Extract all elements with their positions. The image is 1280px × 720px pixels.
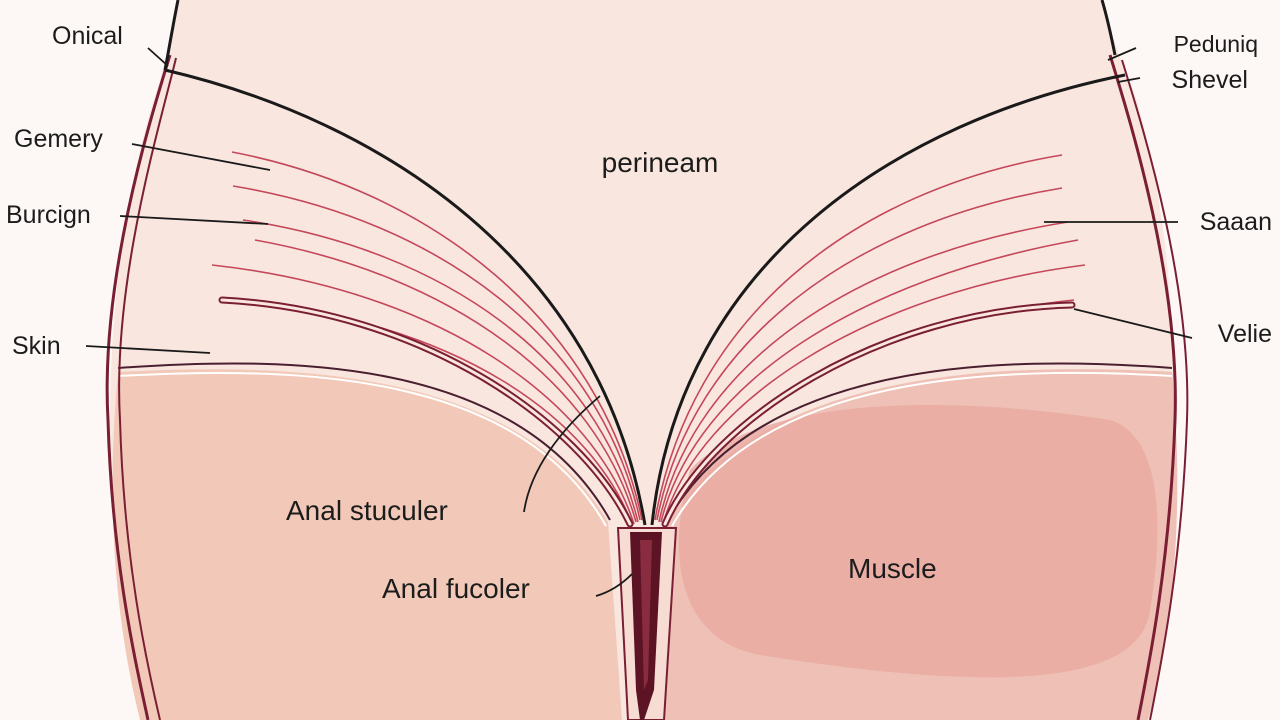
muscle-region-left [112, 369, 622, 720]
skin-boundary-right-light [671, 371, 1173, 527]
fiber-lines-left [211, 151, 643, 525]
skin-boundary-right [667, 362, 1173, 521]
top-outline-right [1100, 0, 1117, 56]
muscle-patch [678, 405, 1158, 678]
label-shevel: Shevel [1172, 66, 1248, 94]
label-velie: Velie [1218, 320, 1272, 348]
sheath-left-core [220, 298, 632, 526]
fold-curve-left [164, 68, 647, 526]
skin-boundary-left [117, 362, 611, 521]
label-perineam: perineam [602, 147, 719, 178]
label-gemery: Gemery [14, 125, 103, 153]
fold-curve-right [650, 73, 1126, 526]
outer-contour-left [105, 54, 172, 720]
label-muscle: Muscle [848, 553, 937, 584]
label-onical: Onical [52, 22, 123, 50]
central-canal-highlight [640, 540, 652, 690]
label-peduniq: Peduniq [1174, 31, 1258, 57]
label-saaan: Saaan [1200, 208, 1272, 236]
label-burcign: Burcign [6, 201, 91, 229]
label-anal-fucoler: Anal fucoler [382, 573, 530, 604]
label-anal-stuculer: Anal stuculer [286, 495, 448, 526]
outer-contour-right [1108, 54, 1177, 720]
outer-contour-left-inner [118, 57, 177, 720]
sheath-right-core [663, 303, 1074, 526]
outer-contour-right-inner [1121, 59, 1189, 720]
skin-boundary-left-light [117, 371, 607, 527]
label-skin: Skin [12, 332, 61, 360]
leader-lines [85, 47, 1193, 597]
top-outline-left [163, 0, 180, 71]
